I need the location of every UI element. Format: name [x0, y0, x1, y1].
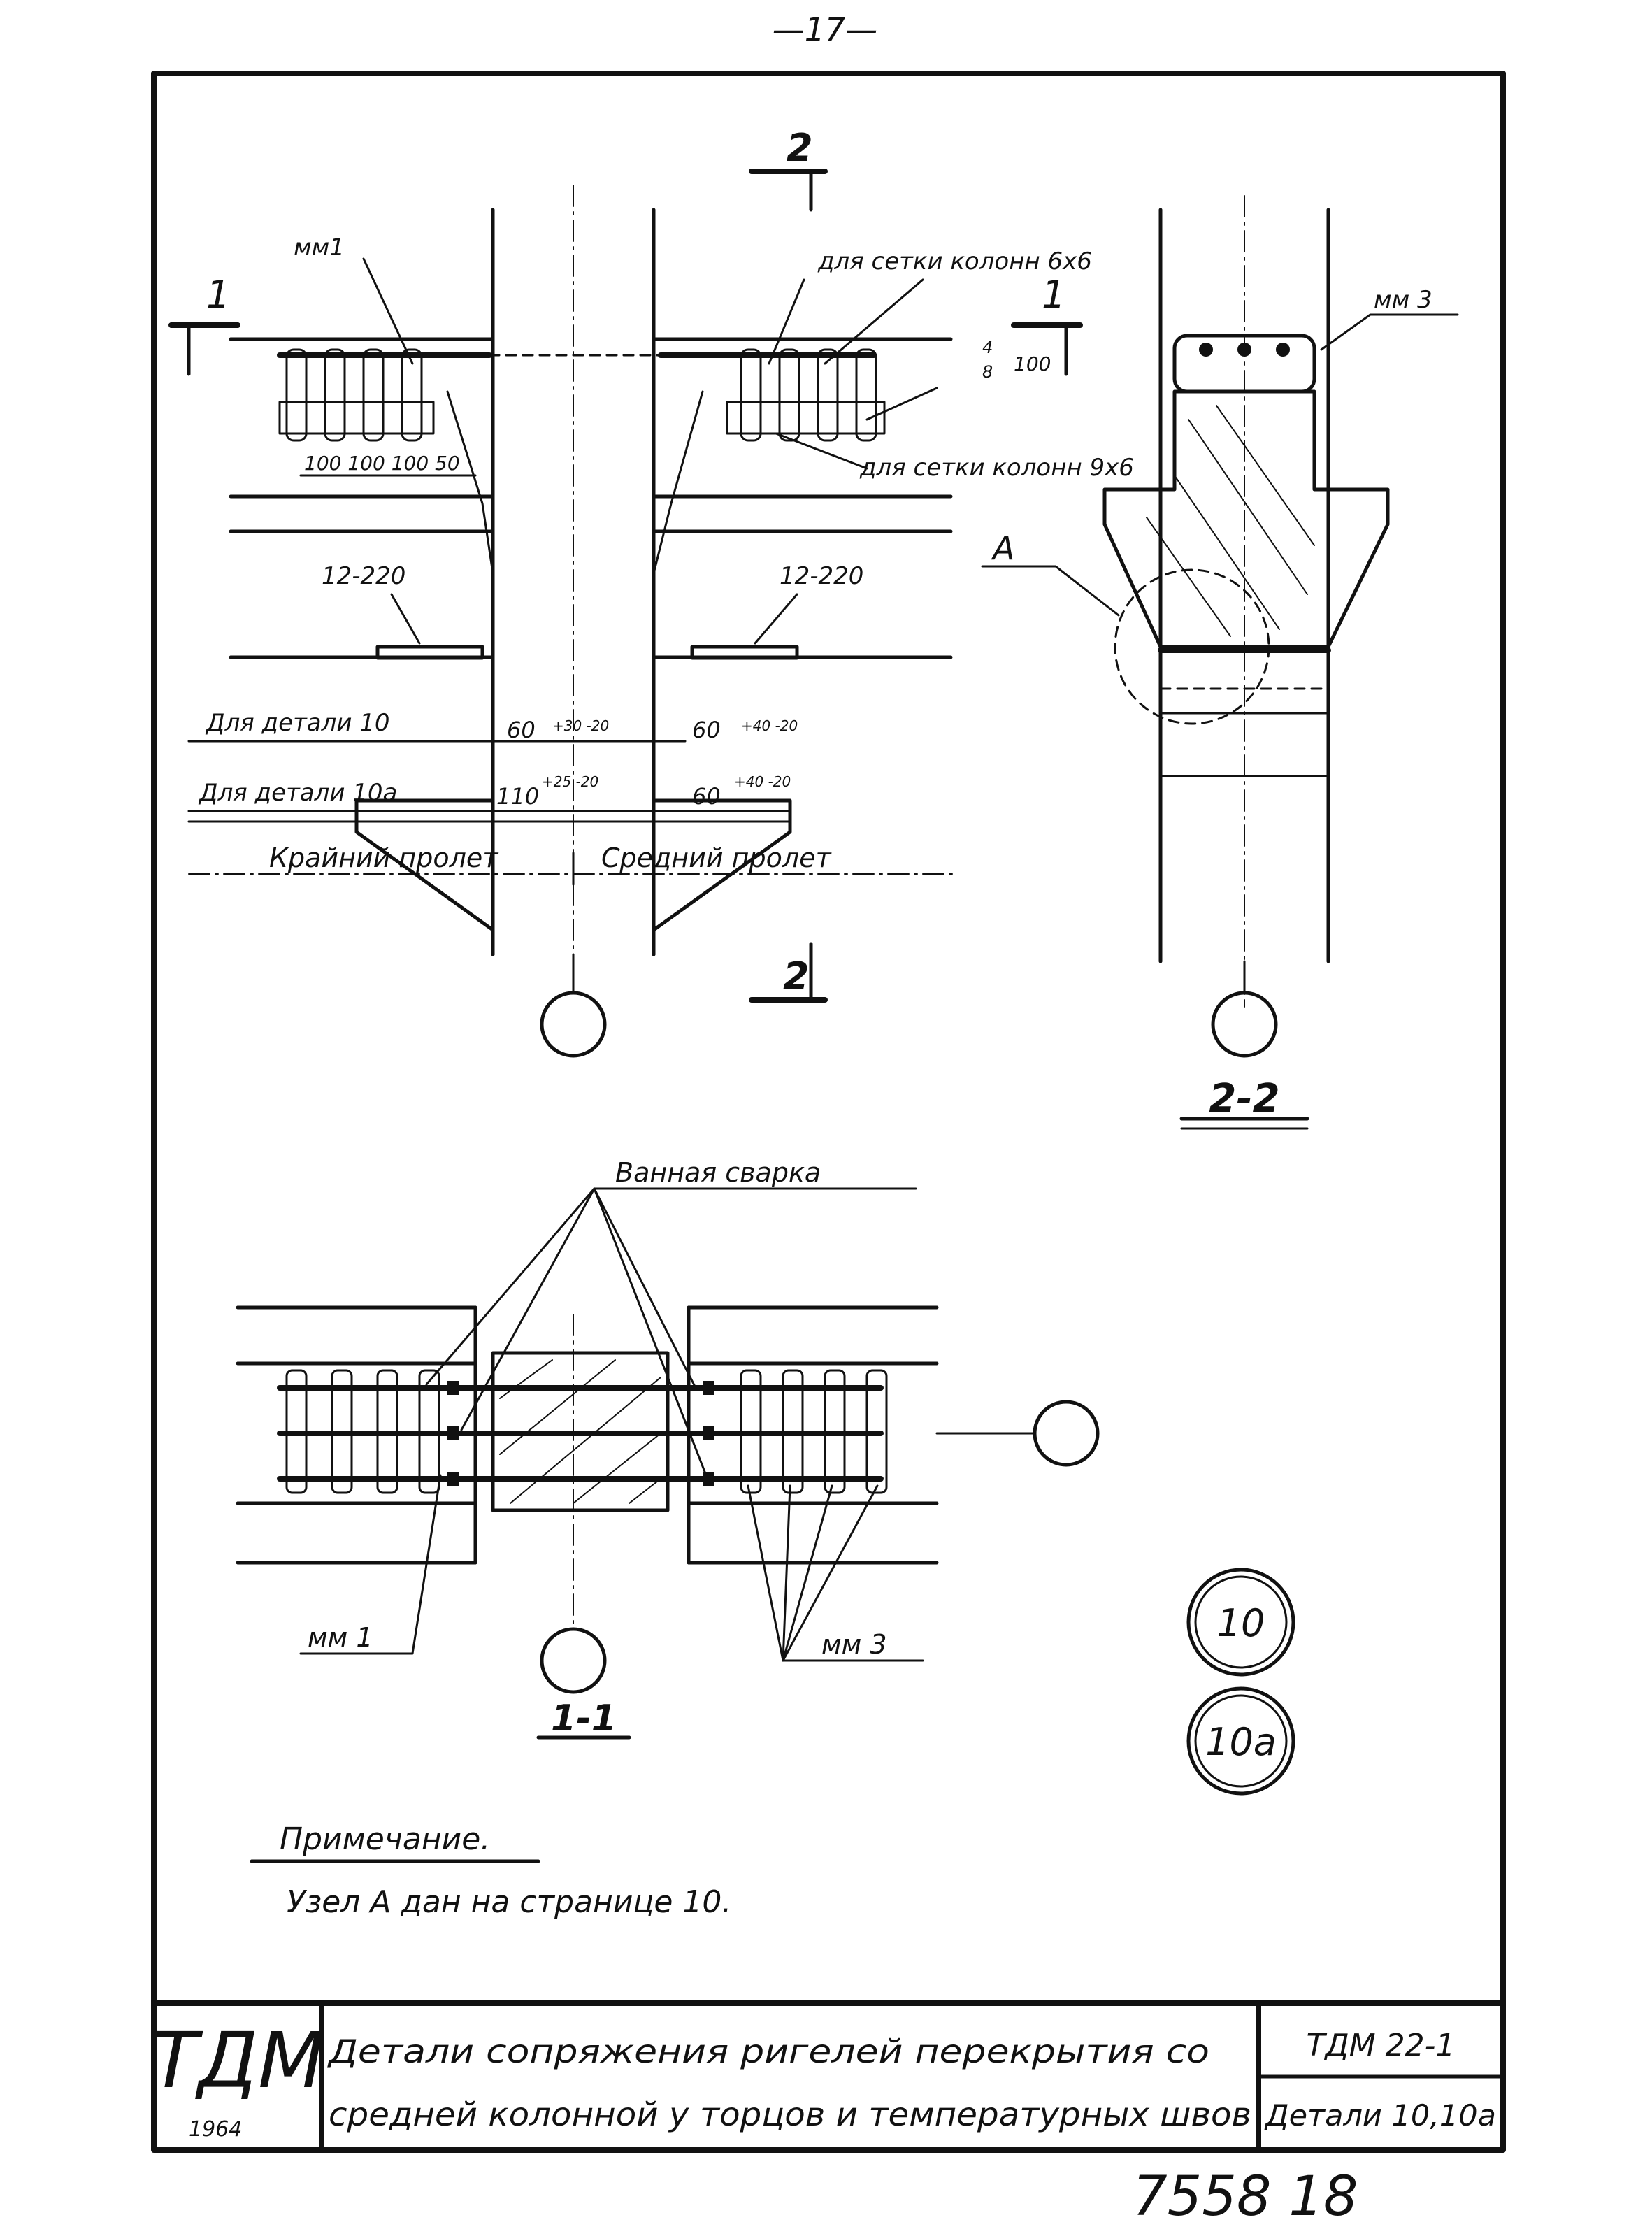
dim-weld-left: 12-220	[322, 562, 405, 590]
section-1-1-title: 1-1	[551, 1698, 617, 1740]
detail-10a-label: 10а	[1205, 1720, 1277, 1764]
title-line-2: средней колонной у торцов и температурны…	[329, 2095, 1251, 2133]
note-text: Узел А дан на странице 10.	[287, 1884, 731, 1920]
label-middle-span: Средний пролет	[601, 843, 833, 873]
callout-mm1-top: мм1	[294, 234, 345, 261]
callout-mm1-bottom: мм 1	[308, 1622, 373, 1653]
year: 1964	[189, 2117, 242, 2142]
dim-small-100: 100	[1014, 352, 1051, 375]
dim-110: 110	[496, 783, 539, 810]
dim-bar-spacing: 100 100 100 50	[304, 452, 460, 475]
section-cut-label-1-right: 1	[1042, 273, 1065, 317]
dim-tol-a: +30 -20	[552, 717, 609, 734]
section-1-1: Ванная сварка мм 1 мм 3 1-1	[236, 1157, 1100, 1740]
sheet-details: Детали 10,10а	[1264, 2098, 1496, 2133]
elevation-view: 2 2 1 1 мм1 для сетки колонн 6x6 для сет…	[168, 126, 1134, 1058]
section-2-2-title: 2-2	[1209, 1076, 1279, 1121]
callout-mesh-9x6: для сетки колонн 9x6	[859, 454, 1134, 482]
callout-mesh-6x6: для сетки колонн 6x6	[817, 248, 1092, 275]
detail-10-marker	[1186, 1568, 1295, 1677]
title-block: ТДМ 1964 Детали сопряжения ригелей перек…	[151, 2000, 1506, 2153]
callout-node-a: А	[991, 529, 1014, 567]
dim-60-a: 60	[507, 717, 536, 743]
note-heading: Примечание.	[280, 1821, 490, 1857]
dim-tol-b: +40 -20	[741, 717, 798, 734]
page-number: —17—	[773, 10, 878, 48]
detail-10-label: 10	[1217, 1601, 1265, 1645]
logo-tdm: ТДМ	[151, 2016, 324, 2105]
label-outer-span: Крайний пролет	[269, 843, 499, 873]
sheet-code: 7558 18	[1133, 2165, 1358, 2228]
dim-small-4: 4	[982, 338, 993, 357]
dim-weld-right: 12-220	[780, 562, 863, 590]
drawing-frame	[151, 71, 1506, 2153]
callout-mm3-top: мм 3	[1374, 286, 1432, 314]
dim-tol-c: +25 -20	[542, 773, 598, 790]
callout-weld: Ванная сварка	[615, 1157, 821, 1188]
dim-tol-d: +40 -20	[734, 773, 791, 790]
detail-10a-marker	[1186, 1686, 1295, 1796]
dim-60-b: 60	[692, 717, 721, 743]
section-cut-label-2-bottom: 2	[783, 954, 810, 998]
label-for-detail-10: Для детали 10	[205, 709, 390, 737]
section-2-2: мм 3 А 2-2	[981, 195, 1459, 1130]
dim-small-8: 8	[982, 362, 993, 382]
title-line-1: Детали сопряжения ригелей перекрытия со	[327, 2033, 1209, 2070]
section-cut-label-2-top: 2	[787, 126, 813, 170]
dim-60-c: 60	[692, 783, 721, 810]
callout-mm3-bottom: мм 3	[821, 1629, 887, 1660]
section-cut-label-1-left: 1	[206, 273, 230, 317]
label-for-detail-10a: Для детали 10а	[198, 779, 397, 807]
series-code: ТДМ 22-1	[1306, 2028, 1455, 2063]
